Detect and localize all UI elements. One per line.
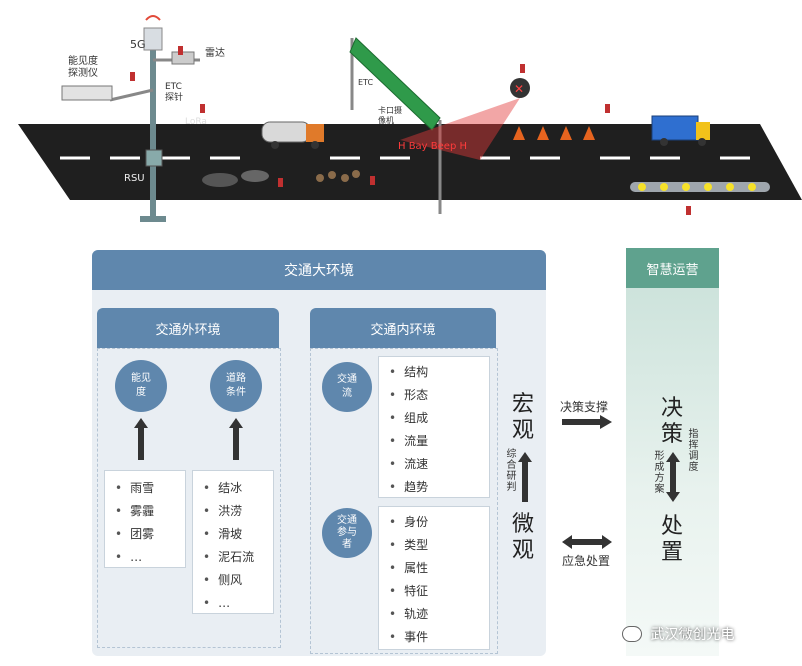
circle-traffic-participant: 交通 参与 者 bbox=[322, 508, 372, 558]
decision-support-label: 决策支撑 bbox=[560, 400, 609, 414]
list-item: 轨迹 bbox=[389, 603, 489, 626]
green-sign bbox=[349, 37, 441, 131]
decision-label: 决策 bbox=[661, 396, 684, 447]
label-radar: 雷达 bbox=[205, 48, 225, 59]
list-item: 洪涝 bbox=[203, 500, 273, 523]
road-scene: ✕ bbox=[18, 15, 802, 222]
list-item: 特征 bbox=[389, 580, 489, 603]
tanker-truck bbox=[261, 121, 324, 149]
warning-light bbox=[510, 78, 530, 98]
label-lora: LoRa bbox=[185, 117, 207, 127]
circle-visibility: 能见 度 bbox=[115, 360, 167, 412]
list-item: 流速 bbox=[389, 453, 489, 476]
participant-list: 身份 类型 属性 特征 轨迹 事件 bbox=[378, 506, 490, 650]
list-item: 事件 bbox=[389, 626, 489, 649]
road-studs bbox=[638, 183, 756, 191]
list-item: 泥石流 bbox=[203, 546, 273, 569]
inner-env-title: 交通内环境 bbox=[310, 308, 496, 348]
command-dispatch-label: 指挥调度 bbox=[686, 428, 697, 472]
traffic-flow-list: 结构 形态 组成 流量 流速 趋势 bbox=[378, 356, 490, 498]
up-arrow-icon bbox=[134, 418, 148, 460]
handle-label: 处置 bbox=[661, 514, 684, 565]
list-item: 雨雪 bbox=[115, 477, 185, 500]
label-etc: ETC bbox=[358, 78, 374, 87]
label-bayonet-camera: 卡口摄 像机 bbox=[378, 106, 402, 125]
list-item: 组成 bbox=[389, 407, 489, 430]
right-arrow-icon bbox=[562, 415, 612, 429]
debris bbox=[316, 170, 360, 182]
list-item: 属性 bbox=[389, 557, 489, 580]
container-truck bbox=[651, 115, 710, 146]
road-sign-text: H Bay Beep H bbox=[398, 141, 467, 152]
form-plan-label: 形成方案 bbox=[652, 450, 663, 494]
watermark-text: 武汉微创光电 bbox=[650, 627, 735, 643]
label-etc-probe: ETC 探针 bbox=[165, 82, 184, 103]
comprehensive-research-label: 综合研判 bbox=[504, 448, 515, 492]
outer-env-title: 交通外环境 bbox=[97, 308, 279, 348]
watermark: 武汉微创光电 bbox=[622, 624, 734, 644]
laser-beam bbox=[400, 98, 520, 160]
label-5g: 5G bbox=[130, 38, 146, 51]
label-visibility-detector: 能见度 探测仪 bbox=[68, 56, 98, 79]
wechat-icon bbox=[622, 626, 642, 642]
list-item: … bbox=[203, 592, 273, 615]
outer-env-panel bbox=[97, 348, 281, 648]
sensor-pole bbox=[150, 40, 156, 222]
list-item: 流量 bbox=[389, 430, 489, 453]
list-item: 雾霾 bbox=[115, 500, 185, 523]
up-arrow-icon bbox=[518, 452, 532, 502]
road-condition-list: 结冰 洪涝 滑坡 泥石流 侧风 … bbox=[192, 470, 274, 614]
list-item: 形态 bbox=[389, 384, 489, 407]
visibility-sensor bbox=[61, 85, 113, 101]
svg-text:✕: ✕ bbox=[514, 82, 524, 96]
rock bbox=[202, 173, 238, 187]
5g-antenna bbox=[143, 27, 163, 51]
double-arrow-icon bbox=[562, 535, 612, 549]
list-item: 团雾 bbox=[115, 523, 185, 546]
list-item: 类型 bbox=[389, 534, 489, 557]
circle-traffic-flow: 交通 流 bbox=[322, 362, 372, 412]
rsu-box bbox=[145, 149, 163, 167]
traffic-environment-title: 交通大环境 bbox=[92, 250, 546, 290]
weather-list: 雨雪 雾霾 团雾 … bbox=[104, 470, 186, 568]
list-item: 滑坡 bbox=[203, 523, 273, 546]
list-item: 结冰 bbox=[203, 477, 273, 500]
smart-operation-panel bbox=[626, 248, 719, 656]
label-rsu: RSU bbox=[124, 173, 145, 184]
micro-label: 微观 bbox=[512, 512, 535, 563]
list-item: … bbox=[115, 546, 185, 569]
up-down-arrow-icon bbox=[666, 452, 680, 502]
emergency-handling-label: 应急处置 bbox=[562, 554, 611, 568]
list-item: 身份 bbox=[389, 511, 489, 534]
inner-env-panel bbox=[310, 348, 498, 654]
macro-label: 宏观 bbox=[512, 392, 535, 443]
circle-road-condition: 道路 条件 bbox=[210, 360, 262, 412]
traffic-cones bbox=[513, 126, 595, 140]
smart-operation-title: 智慧运营 bbox=[626, 248, 719, 288]
list-item: 结构 bbox=[389, 361, 489, 384]
list-item: 趋势 bbox=[389, 476, 489, 499]
up-arrow-icon bbox=[229, 418, 243, 460]
list-item: 侧风 bbox=[203, 569, 273, 592]
